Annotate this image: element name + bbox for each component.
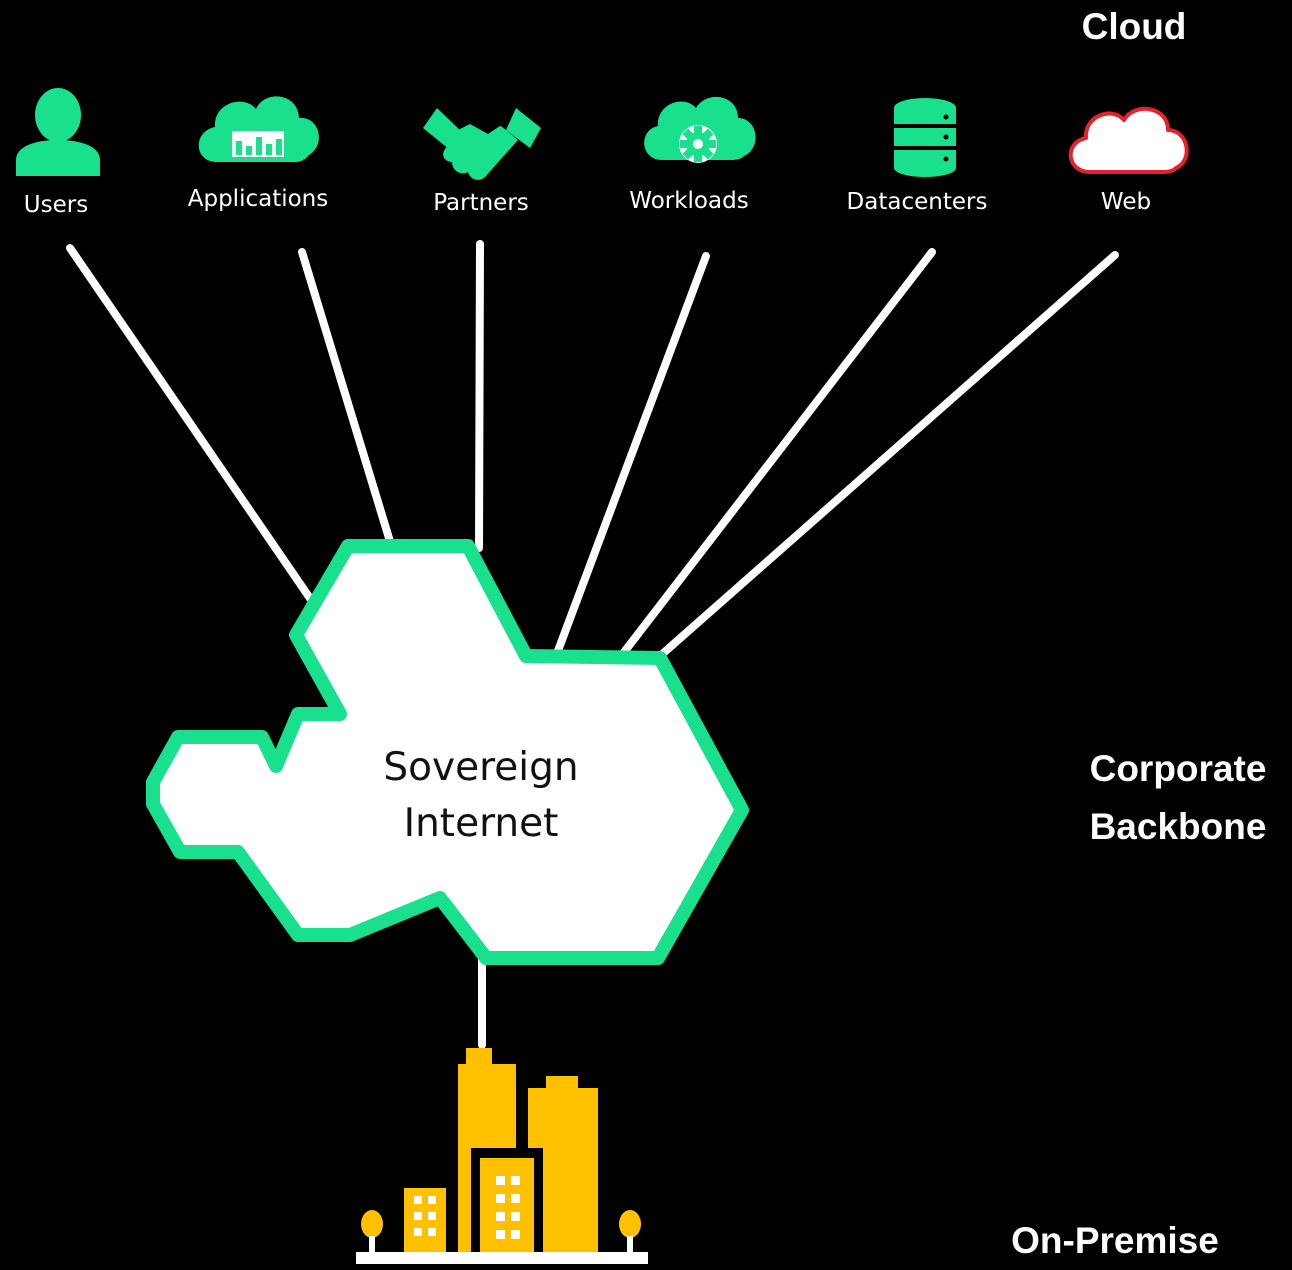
cloud-gear-icon [644, 96, 756, 163]
connectors [66, 240, 1119, 1049]
connector-applications [298, 248, 396, 552]
node-label-web: Web [1101, 189, 1151, 215]
connector-web [656, 251, 1119, 660]
connector-partners [475, 240, 484, 552]
cloud-icon [1068, 106, 1189, 174]
connector-workloads [552, 252, 710, 660]
hub-label-line2: Internet [404, 801, 559, 846]
zone-label-on-premise: On-Premise [1011, 1220, 1219, 1261]
database-icon [894, 98, 956, 177]
zone-label-backbone: Backbone [1089, 806, 1267, 847]
node-label-users: Users [24, 192, 88, 218]
node-label-datacenters: Datacenters [847, 189, 988, 215]
handshake-icon [423, 108, 541, 180]
connector-datacenters [614, 248, 936, 664]
zone-label-cloud: Cloud [1081, 6, 1187, 47]
city-buildings-icon [356, 1048, 648, 1264]
node-label-partners: Partners [433, 190, 529, 216]
zone-label-corporate: Corporate [1089, 748, 1267, 789]
cloud-chart-icon [198, 96, 319, 162]
hub-label-line1: Sovereign [383, 745, 578, 790]
zone-label-corporate-backbone: Corporate Backbone [1070, 740, 1286, 856]
node-label-applications: Applications [188, 186, 329, 212]
node-label-workloads: Workloads [629, 188, 748, 214]
user-icon [16, 88, 100, 176]
connector-users [66, 244, 322, 614]
sovereign-internet-hub [146, 539, 749, 965]
